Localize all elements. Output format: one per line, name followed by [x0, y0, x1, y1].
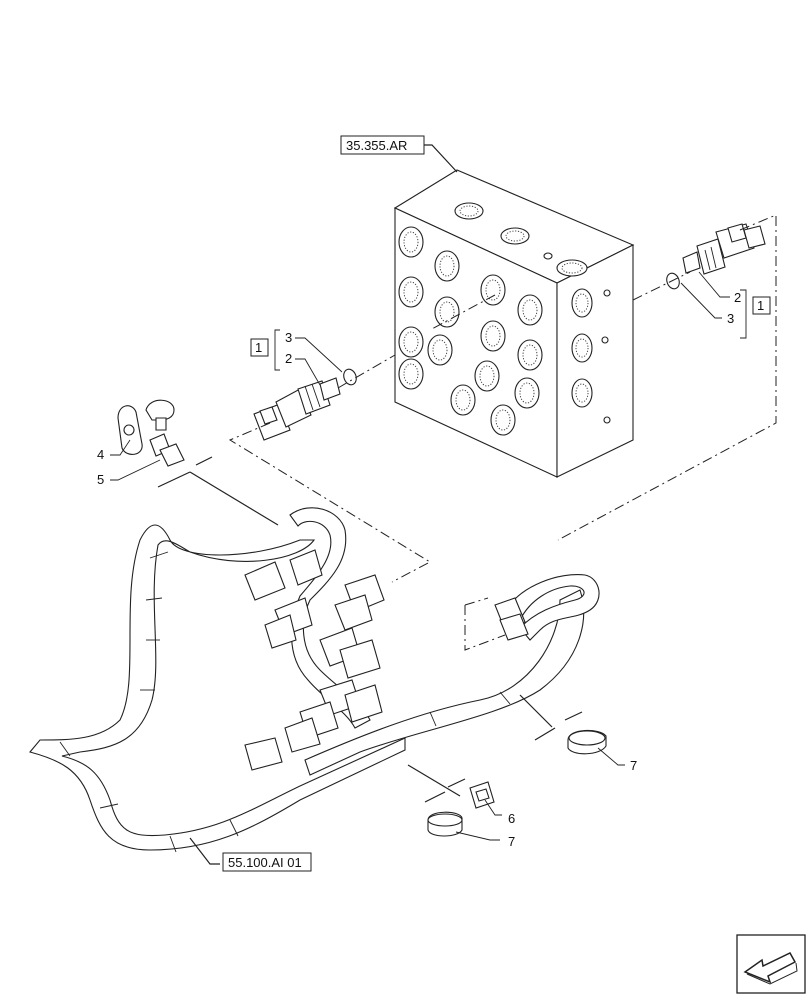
harness-reference-label: 55.100.AI 01 — [228, 855, 302, 870]
valve-block-reference-label: 35.355.AR — [346, 138, 407, 153]
callout-6: 6 — [508, 811, 515, 826]
callout-5: 5 — [97, 472, 104, 487]
wiring-harness — [29, 507, 600, 853]
right-o-ring — [666, 272, 680, 290]
left-callout-2: 2 — [285, 351, 292, 366]
right-bracket-group: 1 — [757, 298, 764, 313]
side-ports — [571, 288, 611, 424]
bolt — [149, 433, 185, 467]
left-o-ring — [343, 368, 357, 386]
valve-block — [393, 169, 635, 478]
right-callouts: 2 3 1 — [680, 271, 771, 339]
callout-7-upper: 7 — [630, 758, 637, 773]
valve-block-reference[interactable]: 35.355.AR — [340, 135, 458, 173]
front-ports — [398, 226, 543, 436]
clamp — [117, 399, 175, 455]
right-pressure-sensor — [682, 223, 766, 275]
harness-connectors — [244, 549, 385, 771]
harness-reference[interactable]: 55.100.AI 01 — [189, 837, 312, 872]
arrow-icon[interactable] — [736, 934, 806, 994]
right-callout-2: 2 — [734, 290, 741, 305]
left-callouts: 1 3 2 — [250, 329, 343, 386]
callout-7-lower: 7 — [508, 834, 515, 849]
left-pressure-sensor — [253, 377, 341, 441]
harness-clip — [469, 781, 495, 809]
cable-tie-upper — [567, 729, 607, 755]
cable-tie-lower — [427, 811, 463, 837]
left-bracket-group: 1 — [255, 340, 262, 355]
left-callout-3: 3 — [285, 330, 292, 345]
callout-4: 4 — [97, 447, 104, 462]
right-callout-3: 3 — [727, 311, 734, 326]
